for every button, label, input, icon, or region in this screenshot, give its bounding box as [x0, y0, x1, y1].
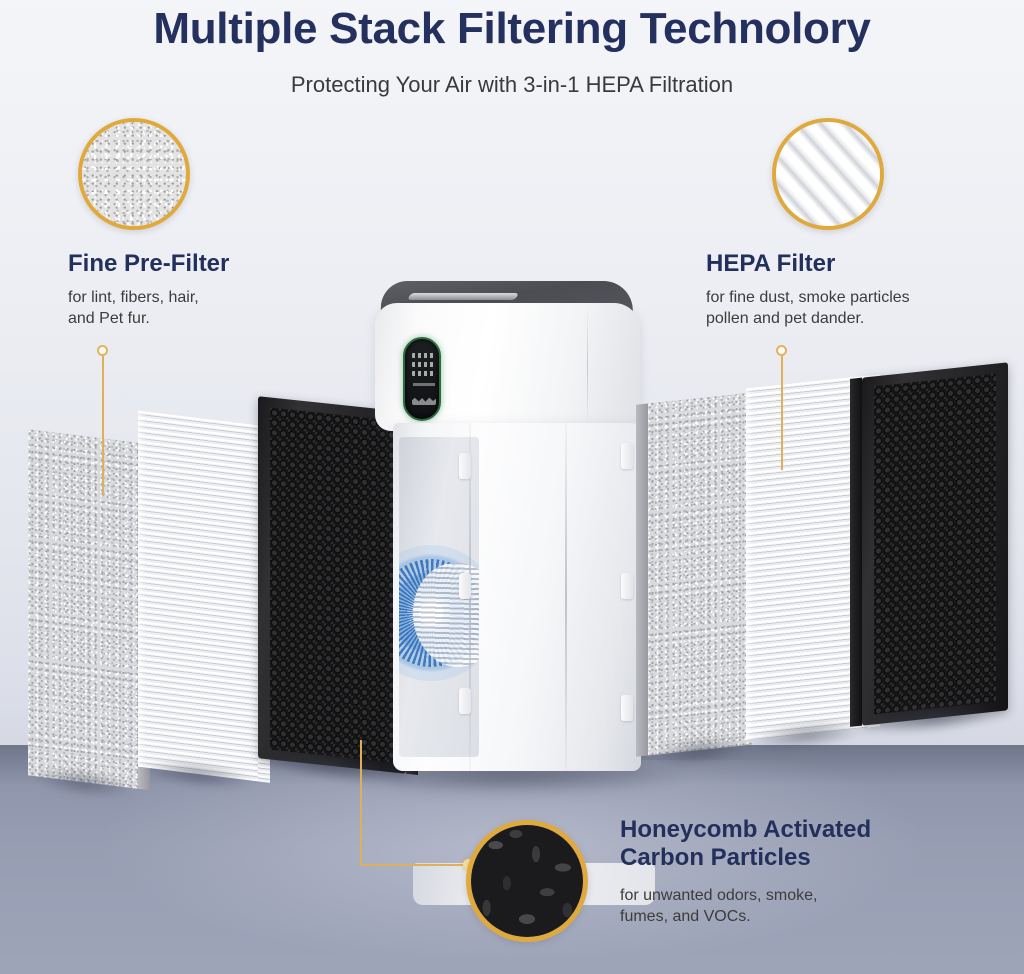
filter-retainer-clip: [621, 443, 633, 469]
callout-swatch-hepa-filter: [772, 118, 884, 230]
callout-heading-pre-filter: Fine Pre-Filter: [68, 250, 230, 277]
leader-dot-hepa-filter: [776, 345, 787, 356]
pre-filter-face: [648, 392, 752, 756]
page-title: Multiple Stack Filtering Technolory: [153, 4, 871, 53]
leader-line-carbon-horizontal: [360, 864, 470, 866]
filter-retainer-clip: [621, 573, 633, 599]
right-carbon-filter-panel: [850, 362, 1008, 740]
honeycomb-face: [874, 373, 996, 715]
leader-line-carbon-vertical: [360, 740, 362, 865]
right-pre-filter-panel: [636, 392, 752, 770]
pre-filter-edge: [636, 403, 648, 757]
air-purifier-unit: [375, 281, 655, 905]
housing-seam: [565, 423, 567, 771]
callout-heading-hepa-filter: HEPA Filter: [706, 250, 836, 277]
filter-retainer-clip: [459, 688, 471, 714]
callout-body-hepa-filter: for fine dust, smoke particles pollen an…: [706, 289, 910, 327]
callout-swatch-carbon: [466, 820, 588, 942]
pre-filter-face: [28, 429, 138, 789]
callout-heading-carbon: Honeycomb Activated Carbon Particles: [620, 816, 872, 871]
hepa-pleat-texture-icon: [776, 122, 880, 226]
hepa-filter-face: [138, 410, 258, 782]
unit-upper-housing: [375, 303, 640, 431]
display-label-strip: [413, 383, 435, 386]
air-outlet-vent: [407, 293, 519, 300]
display-digits-row: [412, 371, 436, 376]
display-digits-row: [412, 353, 436, 358]
callout-body-pre-filter: for lint, fibers, hair, and Pet fur.: [68, 289, 199, 327]
carbon-filter-frame: [862, 362, 1008, 726]
brand-logo-icon: [412, 397, 436, 405]
page-subtitle: Protecting Your Air with 3-in-1 HEPA Fil…: [290, 72, 734, 97]
carbon-pellets-texture-icon: [471, 825, 583, 937]
leader-line-pre-filter: [102, 350, 104, 495]
filter-retainer-clip: [459, 573, 471, 599]
left-pre-filter-panel: [28, 429, 150, 803]
pre-filter-texture-icon: [82, 122, 186, 226]
left-hepa-filter-panel: [138, 410, 270, 795]
unit-body-housing: [393, 423, 655, 905]
filter-retainer-clip: [621, 695, 633, 721]
display-digits-row: [412, 362, 436, 367]
filter-retainer-clip: [459, 453, 471, 479]
control-panel-display[interactable]: [403, 337, 441, 421]
leader-dot-pre-filter: [97, 345, 108, 356]
leader-line-hepa-filter: [781, 350, 783, 470]
carbon-filter-edge: [850, 377, 862, 727]
callout-swatch-pre-filter: [78, 118, 190, 230]
callout-body-carbon: for unwanted odors, smoke, fumes, and VO…: [620, 887, 818, 925]
